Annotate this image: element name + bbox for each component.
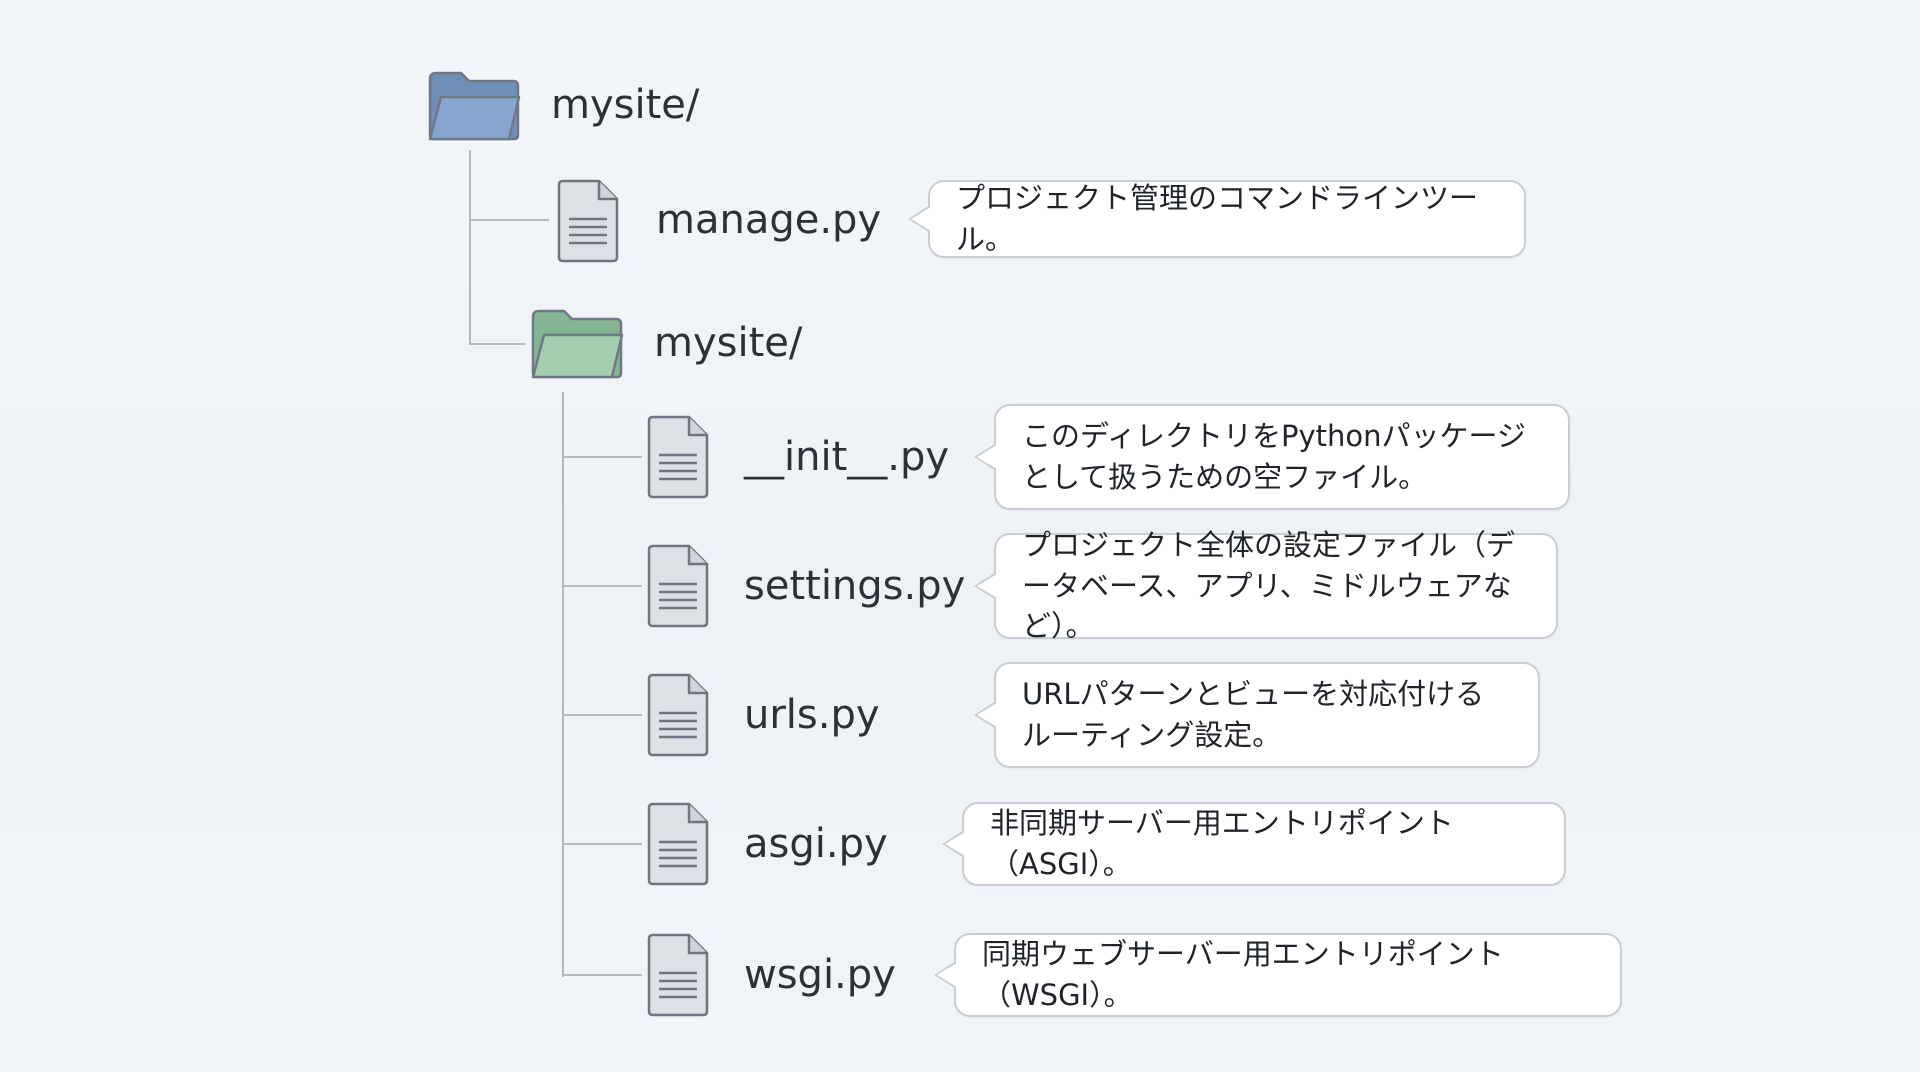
manage-callout: プロジェクト管理のコマンドラインツール。 — [928, 180, 1526, 258]
urls-file-name: urls.py — [744, 695, 880, 735]
callout-text: このディレクトリをPythonパッケージとして扱うための空ファイル。 — [1022, 416, 1542, 497]
wsgi-file-name: wsgi.py — [744, 955, 896, 995]
callout-text: 同期ウェブサーバー用エントリポイント（WSGI）。 — [982, 934, 1594, 1015]
package-folder-icon — [530, 307, 624, 383]
root-folder-name: mysite/ — [551, 85, 699, 125]
tree-branch-urls — [562, 714, 642, 716]
wsgi-callout: 同期ウェブサーバー用エントリポイント（WSGI）。 — [954, 933, 1622, 1017]
asgi-file-icon — [645, 802, 711, 890]
callout-text: 非同期サーバー用エントリポイント（ASGI）。 — [990, 803, 1538, 884]
init-file-name: __init__.py — [744, 437, 949, 477]
tree-line-package — [562, 392, 564, 977]
asgi-callout: 非同期サーバー用エントリポイント（ASGI）。 — [962, 802, 1566, 886]
init-file-icon — [645, 415, 711, 503]
asgi-file-name: asgi.py — [744, 824, 888, 864]
callout-text: プロジェクト全体の設定ファイル（データベース、アプリ、ミドルウェアなど）。 — [1022, 525, 1530, 647]
settings-file-name: settings.py — [744, 566, 965, 606]
tree-branch-manage — [469, 219, 549, 221]
wsgi-file-icon — [645, 933, 711, 1021]
callout-text: プロジェクト管理のコマンドラインツール。 — [956, 178, 1498, 259]
urls-callout: URLパターンとビューを対応付けるルーティング設定。 — [994, 662, 1540, 768]
tree-branch-package — [469, 343, 525, 345]
package-folder-name: mysite/ — [654, 323, 802, 363]
urls-file-icon — [645, 673, 711, 761]
tree-branch-init — [562, 456, 642, 458]
tree-line-root — [469, 150, 471, 345]
tree-branch-settings — [562, 585, 642, 587]
settings-callout: プロジェクト全体の設定ファイル（データベース、アプリ、ミドルウェアなど）。 — [994, 533, 1558, 639]
manage-file-name: manage.py — [656, 200, 881, 240]
tree-branch-wsgi — [562, 974, 642, 976]
init-callout: このディレクトリをPythonパッケージとして扱うための空ファイル。 — [994, 404, 1570, 510]
callout-text: URLパターンとビューを対応付けるルーティング設定。 — [1022, 674, 1512, 755]
settings-file-icon — [645, 544, 711, 632]
tree-branch-asgi — [562, 843, 642, 845]
manage-file-icon — [555, 179, 621, 267]
root-folder-icon — [427, 69, 521, 145]
